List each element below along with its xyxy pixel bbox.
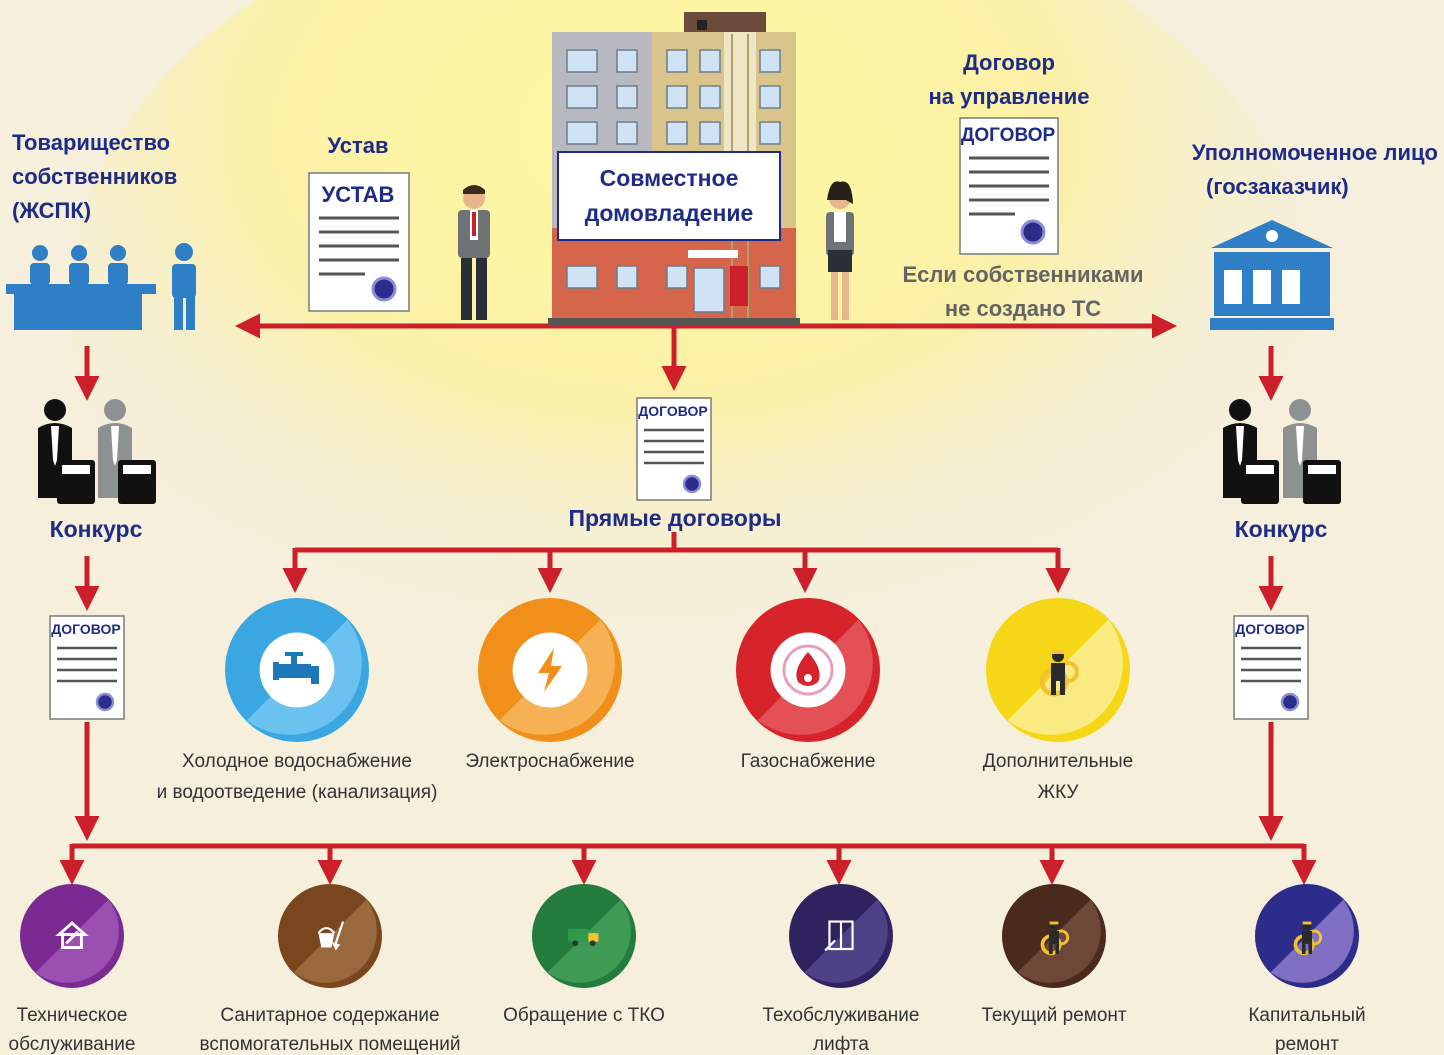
contract-left-document-icon: ДОГОВОР bbox=[49, 615, 125, 720]
entrance-canopy bbox=[730, 266, 748, 306]
owners-meeting-icon bbox=[6, 243, 196, 330]
worker-icon bbox=[1039, 650, 1079, 697]
bucket-broom-icon bbox=[317, 921, 345, 951]
direct-contracts-label: Прямые договоры bbox=[568, 505, 781, 531]
utility-1-label-line-1: Холодное водоснабжение bbox=[182, 751, 412, 772]
charter-document-icon: УСТАВ bbox=[308, 172, 410, 312]
government-building-icon bbox=[1210, 220, 1334, 330]
service-2-highlight bbox=[293, 899, 377, 983]
charter-doc-title: УСТАВ bbox=[322, 182, 395, 207]
utility-2-label-line-1: Электроснабжение bbox=[465, 751, 634, 772]
direct-contract-document-icon: ДОГОВОР bbox=[636, 397, 712, 501]
service-4-label-line-2: лифта bbox=[813, 1034, 869, 1055]
utilities-group: Холодное водоснабжение и водоотведение (к… bbox=[157, 598, 1133, 803]
owners-title-line-1: Товарищество bbox=[12, 130, 170, 155]
mgmt-title-line-1: Договор bbox=[963, 50, 1055, 75]
service-1-label-line-2: обслуживание bbox=[9, 1034, 136, 1055]
mgmt-contract-document-icon: ДОГОВОР bbox=[959, 117, 1059, 255]
owners-title-line-2: собственников bbox=[12, 164, 177, 189]
owners-title-line-3: (ЖСПК) bbox=[12, 198, 91, 223]
gas-flame-icon bbox=[782, 644, 834, 696]
building-label-line-1: Совместное bbox=[600, 165, 739, 191]
contract-right-document-icon: ДОГОВОР bbox=[1233, 615, 1309, 720]
service-2-label-line-2: вспомогательных помещений bbox=[199, 1034, 460, 1055]
utility-4 bbox=[986, 598, 1130, 742]
service-6-label-line-2: ремонт bbox=[1275, 1034, 1339, 1055]
capital-repair-icon bbox=[1293, 921, 1323, 956]
repair-worker-icon bbox=[1040, 921, 1070, 956]
garbage-truck-icon bbox=[568, 928, 599, 947]
lightning-icon bbox=[538, 648, 562, 692]
service-1-label-line-1: Техническое bbox=[17, 1005, 128, 1026]
direct-contract-doc-title: ДОГОВОР bbox=[638, 403, 708, 419]
mgmt-title-line-2: на управление bbox=[928, 84, 1089, 109]
elevator-icon bbox=[824, 920, 854, 952]
water-tap-icon bbox=[273, 652, 319, 684]
utility-4-label-line-1: Дополнительные bbox=[983, 751, 1133, 772]
service-6 bbox=[1255, 884, 1359, 988]
man-figure-icon bbox=[458, 185, 490, 320]
authorized-title-line-1: Уполномоченное лицо bbox=[1192, 140, 1438, 165]
utility-3 bbox=[736, 598, 880, 742]
service-4-highlight bbox=[804, 899, 888, 983]
service-4 bbox=[789, 884, 893, 988]
building-label-box bbox=[557, 151, 781, 241]
service-2-label-line-1: Санитарное содержание bbox=[220, 1005, 439, 1026]
tender-right-label: Конкурс bbox=[1235, 516, 1328, 542]
charter-title: Устав bbox=[327, 133, 388, 158]
building-label-line-2: домовладение bbox=[585, 200, 754, 226]
authorized-title-line-2: (госзаказчик) bbox=[1206, 174, 1349, 199]
service-1 bbox=[20, 884, 124, 988]
service-5 bbox=[1002, 884, 1106, 988]
utility-1-label-line-2: и водоотведение (канализация) bbox=[157, 782, 438, 803]
apartment-building: Совместное домовладение bbox=[548, 12, 800, 326]
tender-left-label: Конкурс bbox=[50, 516, 143, 542]
mgmt-note-line-2: не создано ТС bbox=[945, 296, 1101, 321]
utility-2 bbox=[478, 598, 622, 742]
utility-4-label-line-2: ЖКУ bbox=[1038, 782, 1080, 803]
services-group: Техническое обслуживание Санитарное содерж… bbox=[9, 884, 1366, 1055]
utility-3-label-line-1: Газоснабжение bbox=[741, 751, 876, 772]
contract-left-doc-title: ДОГОВОР bbox=[51, 621, 121, 637]
contract-right-doc-title: ДОГОВОР bbox=[1235, 621, 1305, 637]
service-4-label-line-1: Техобслуживание bbox=[763, 1005, 920, 1026]
service-2 bbox=[278, 884, 382, 988]
tender-left-icon bbox=[38, 399, 156, 504]
utility-1 bbox=[225, 598, 369, 742]
mgmt-contract-doc-title: ДОГОВОР bbox=[961, 125, 1056, 146]
house-tools-icon bbox=[55, 921, 89, 949]
service-1-highlight bbox=[35, 899, 119, 983]
service-5-label-line-1: Текущий ремонт bbox=[981, 1005, 1127, 1026]
service-6-label-line-1: Капитальный bbox=[1248, 1005, 1365, 1026]
mgmt-note-line-1: Если собственниками bbox=[902, 262, 1143, 287]
tender-right-icon bbox=[1223, 399, 1341, 504]
entrance-door bbox=[693, 267, 725, 313]
building-windows bbox=[566, 49, 781, 289]
woman-figure-icon bbox=[826, 181, 854, 320]
service-3 bbox=[532, 884, 636, 988]
service-3-label-line-1: Обращение с ТКО bbox=[503, 1005, 665, 1026]
